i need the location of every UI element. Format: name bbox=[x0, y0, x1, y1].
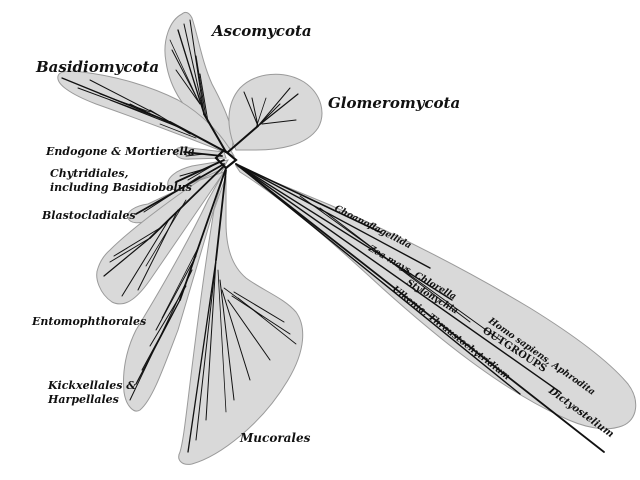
tree-branches bbox=[61, 19, 605, 453]
label-kickxellales-line1: Kickxellales & bbox=[47, 379, 136, 392]
label-ascomycota: Ascomycota bbox=[210, 22, 312, 40]
endogone-branches bbox=[183, 151, 223, 157]
glomeromycota-branches bbox=[227, 87, 299, 153]
entomophthorales-branches bbox=[103, 165, 225, 297]
label-entomophthorales: Entomophthorales bbox=[31, 315, 146, 328]
label-basidiomycota: Basidiomycota bbox=[35, 58, 159, 76]
clade-regions bbox=[57, 11, 637, 465]
label-glomeromycota: Glomeromycota bbox=[328, 94, 460, 112]
kickxellales-branches bbox=[129, 167, 227, 401]
label-endogone: Endogone & Mortierella bbox=[45, 145, 195, 158]
basidiomycota-branches bbox=[61, 77, 227, 153]
label-blastocladiales: Blastocladiales bbox=[41, 209, 136, 222]
blastocladiales-branches bbox=[135, 163, 225, 215]
entomophthorales-region bbox=[96, 171, 226, 305]
chytridiales-branches bbox=[175, 159, 225, 183]
label-kickxellales-line2: Harpellales bbox=[47, 393, 119, 406]
outgroups-region bbox=[234, 164, 637, 430]
label-chytridiales-line1: Chytridiales, bbox=[50, 167, 129, 180]
label-chytridiales-line2: including Basidiobolus bbox=[50, 181, 192, 194]
kickxellales-region bbox=[123, 167, 227, 412]
clade-labels: Ascomycota Basidiomycota Glomeromycota E… bbox=[31, 22, 460, 445]
ascomycota-branches bbox=[169, 19, 227, 153]
label-mucorales: Mucorales bbox=[239, 431, 311, 445]
outgroup-branches bbox=[235, 163, 605, 453]
mucorales-region bbox=[178, 175, 304, 465]
mucorales-branches bbox=[187, 169, 297, 453]
